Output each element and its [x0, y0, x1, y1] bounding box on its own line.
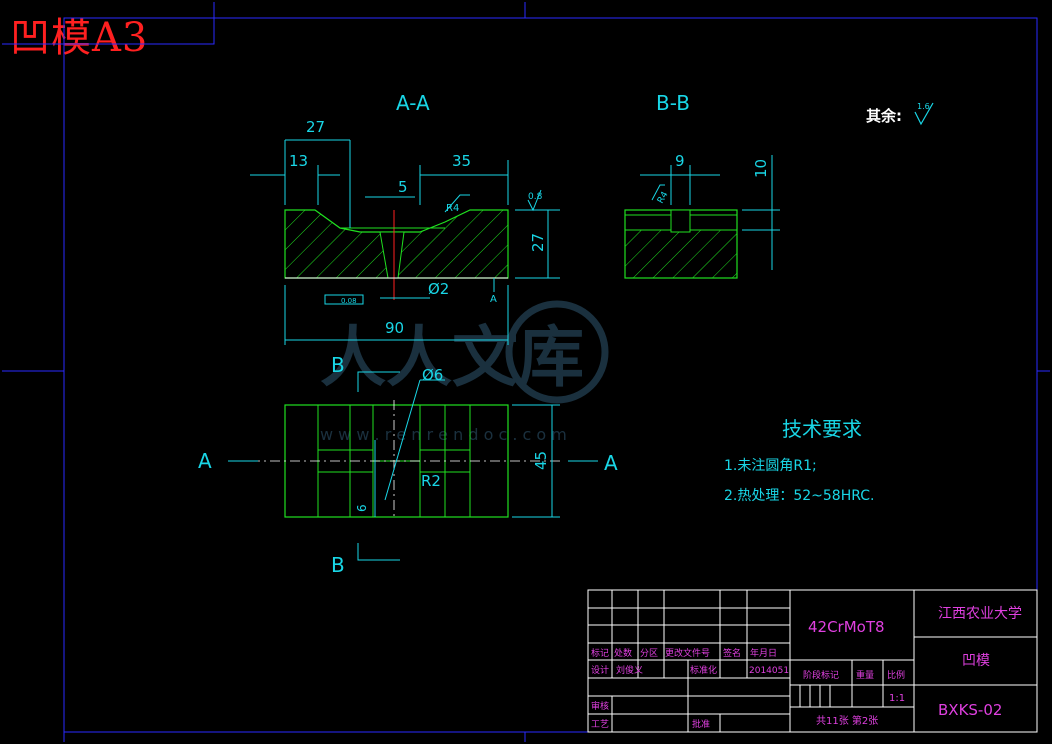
dim-45: 45 — [532, 451, 550, 470]
tech-requirements: 技术要求 1.未注圆角R1; 2.热处理：52~58HRC. — [724, 417, 875, 504]
dim-10: 10 — [752, 159, 770, 178]
cut-a-left: A — [198, 449, 212, 473]
review-label: 审核 — [591, 700, 609, 712]
dim-27-vertical: 27 — [529, 233, 547, 252]
datum-a: A — [490, 294, 497, 305]
dim-13: 13 — [289, 152, 308, 170]
header-mark: 标记 — [591, 647, 609, 659]
header-date: 年月日 — [750, 647, 777, 659]
header-count: 处数 — [614, 647, 632, 659]
surface-note-value: 1.6 — [917, 102, 930, 111]
watermark-text: 人人文库 — [320, 319, 584, 396]
cut-b-bottom: B — [331, 553, 345, 577]
dim-35: 35 — [452, 152, 471, 170]
dim-r2: R2 — [421, 472, 441, 490]
dim-90: 90 — [385, 319, 404, 337]
material-value: 42CrMoT8 — [808, 618, 885, 636]
header-zone: 分区 — [640, 648, 658, 659]
roughness-08: 0.8 — [528, 192, 543, 202]
dim-phi2: Ø2 — [428, 280, 449, 298]
tech-item-1: 1.未注圆角R1; — [724, 458, 817, 474]
cut-a-right: A — [604, 451, 618, 475]
standardization-label: 标准化 — [690, 664, 717, 676]
flatness-value: 0.08 — [341, 297, 357, 305]
watermark: 人人文库 w w w . r e n r e n d o c . c o m — [320, 300, 609, 444]
surface-finish-note: 其余: 1.6 — [866, 102, 934, 126]
section-bb-label: B-B — [656, 91, 690, 115]
radius-r4-a: R4 — [446, 203, 459, 214]
watermark-url: w w w . r e n r e n d o c . c o m — [320, 425, 567, 444]
section-bb-view: B-B 9 10 R4 — [624, 91, 780, 279]
scale-label: 比例 — [887, 669, 905, 681]
dim-phi6: Ø6 — [422, 366, 443, 384]
approve-label: 批准 — [692, 718, 710, 730]
scale-value: 1:1 — [889, 693, 905, 704]
section-aa-label: A-A — [396, 91, 430, 115]
drawing-number: BXKS-02 — [938, 701, 1002, 719]
sheet-count: 共11张 第2张 — [816, 714, 878, 727]
header-doc: 更改文件号 — [665, 647, 710, 659]
weight-label: 重量 — [856, 669, 874, 681]
title-block: 42CrMoT8 江西农业大学 凹模 BXKS-02 标记 处数 分区 更改文件… — [587, 589, 1038, 733]
stage-label: 阶段标记 — [803, 669, 839, 681]
dim-5: 5 — [398, 178, 408, 196]
design-label: 设计 — [591, 664, 609, 676]
process-label: 工艺 — [591, 719, 609, 730]
plan-view: Ø6 R2 6 45 A A B B — [198, 353, 618, 577]
school-name: 江西农业大学 — [938, 606, 1022, 622]
dim-9: 9 — [675, 152, 685, 170]
tech-title: 技术要求 — [782, 417, 862, 441]
dim-6: 6 — [355, 504, 369, 512]
design-date: 2014051 — [749, 666, 789, 676]
section-aa-view: A-A — [250, 91, 560, 345]
designer-name: 刘俊义 — [616, 664, 643, 676]
tech-item-2: 2.热处理：52~58HRC. — [724, 488, 875, 504]
header-sign: 签名 — [723, 647, 741, 659]
cut-b-top: B — [331, 353, 345, 377]
dim-27: 27 — [306, 118, 325, 136]
part-name: 凹模 — [962, 653, 990, 669]
sheet-size-tag: 凹模A3 — [10, 15, 149, 61]
surface-note-label: 其余: — [866, 107, 902, 125]
radius-r4-b: R4 — [656, 190, 671, 206]
